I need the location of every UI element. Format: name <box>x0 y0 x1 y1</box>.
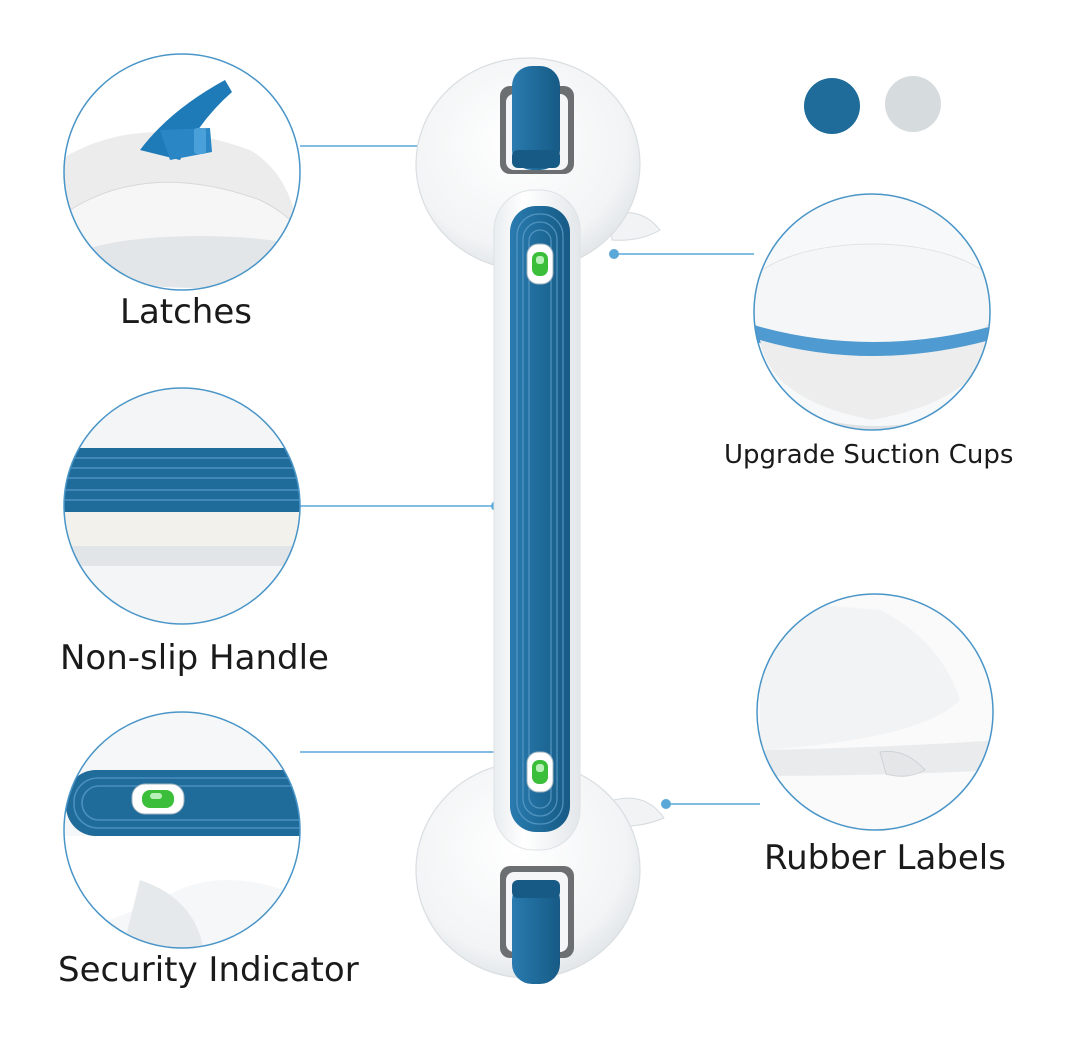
color-swatch-blue <box>804 78 860 134</box>
detail-circle-latches <box>63 53 301 291</box>
detail-circle-security-indicator <box>63 711 301 949</box>
handle-grip <box>510 206 570 832</box>
security-indicator-top <box>526 243 554 285</box>
color-swatch-gray <box>885 76 941 132</box>
label-upgrade-suction-cups: Upgrade Suction Cups <box>724 440 1014 470</box>
top-latch <box>500 66 574 174</box>
bottom-latch <box>500 866 574 984</box>
grab-bar <box>415 57 665 984</box>
label-latches: Latches <box>120 292 252 332</box>
detail-circle-suction-cups <box>753 193 991 431</box>
security-indicator-bottom <box>526 751 554 793</box>
detail-circle-rubber-labels <box>756 593 994 831</box>
label-rubber-labels: Rubber Labels <box>764 838 1006 878</box>
label-security-indicator: Security Indicator <box>58 950 359 990</box>
detail-circle-non-slip-handle <box>63 387 301 625</box>
label-non-slip-handle: Non-slip Handle <box>60 638 329 678</box>
